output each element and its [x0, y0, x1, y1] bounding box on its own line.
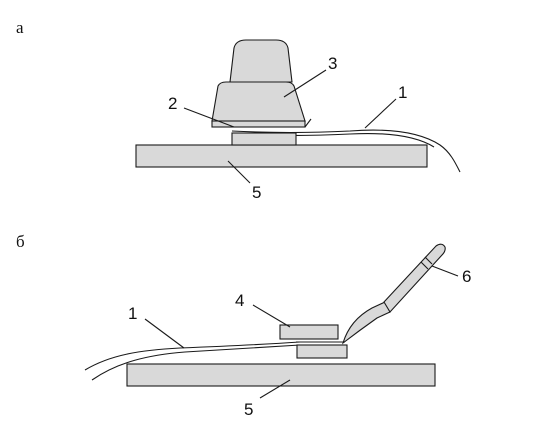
fiber-strip-b-upper — [84, 341, 301, 371]
soldering-iron-body — [211, 81, 306, 122]
leader-4-b — [252, 304, 291, 328]
fiber-strip-b-lower — [91, 344, 301, 381]
scalpel-grip-2 — [420, 261, 429, 270]
callout-1-a: 1 — [398, 83, 408, 102]
scalpel-blade — [341, 301, 391, 345]
leader-5-a — [227, 160, 251, 184]
leader-1-a — [364, 98, 397, 129]
callout-4-b: 4 — [235, 291, 245, 310]
leader-2-a — [183, 107, 235, 128]
callout-3-a: 3 — [328, 54, 338, 73]
leader-6-b — [431, 265, 459, 277]
panel-b-drawing — [84, 243, 459, 399]
callout-1-b: 1 — [128, 304, 138, 323]
panel-label-a: а — [16, 18, 24, 37]
panel-a-drawing — [135, 39, 461, 184]
leader-3-a — [283, 69, 327, 98]
callout-5-a: 5 — [252, 183, 262, 202]
clamp-block-4 — [279, 324, 339, 340]
iron-sole-edge — [304, 118, 312, 128]
callout-5-b: 5 — [244, 400, 254, 419]
lower-block-b — [296, 344, 348, 359]
leader-5-b — [259, 379, 291, 399]
panel-label-b: б — [16, 232, 25, 251]
soldering-iron-handle — [229, 39, 293, 83]
heating-block-a — [231, 132, 297, 146]
base-plate-b — [126, 363, 436, 387]
base-plate-a — [135, 144, 428, 168]
scalpel-grip-1 — [424, 256, 433, 265]
leader-1-b — [144, 318, 185, 349]
iron-sole-plate — [211, 120, 306, 128]
scalpel-handle — [383, 243, 446, 313]
callout-2-a: 2 — [168, 94, 178, 113]
callout-6-b: 6 — [462, 267, 472, 286]
